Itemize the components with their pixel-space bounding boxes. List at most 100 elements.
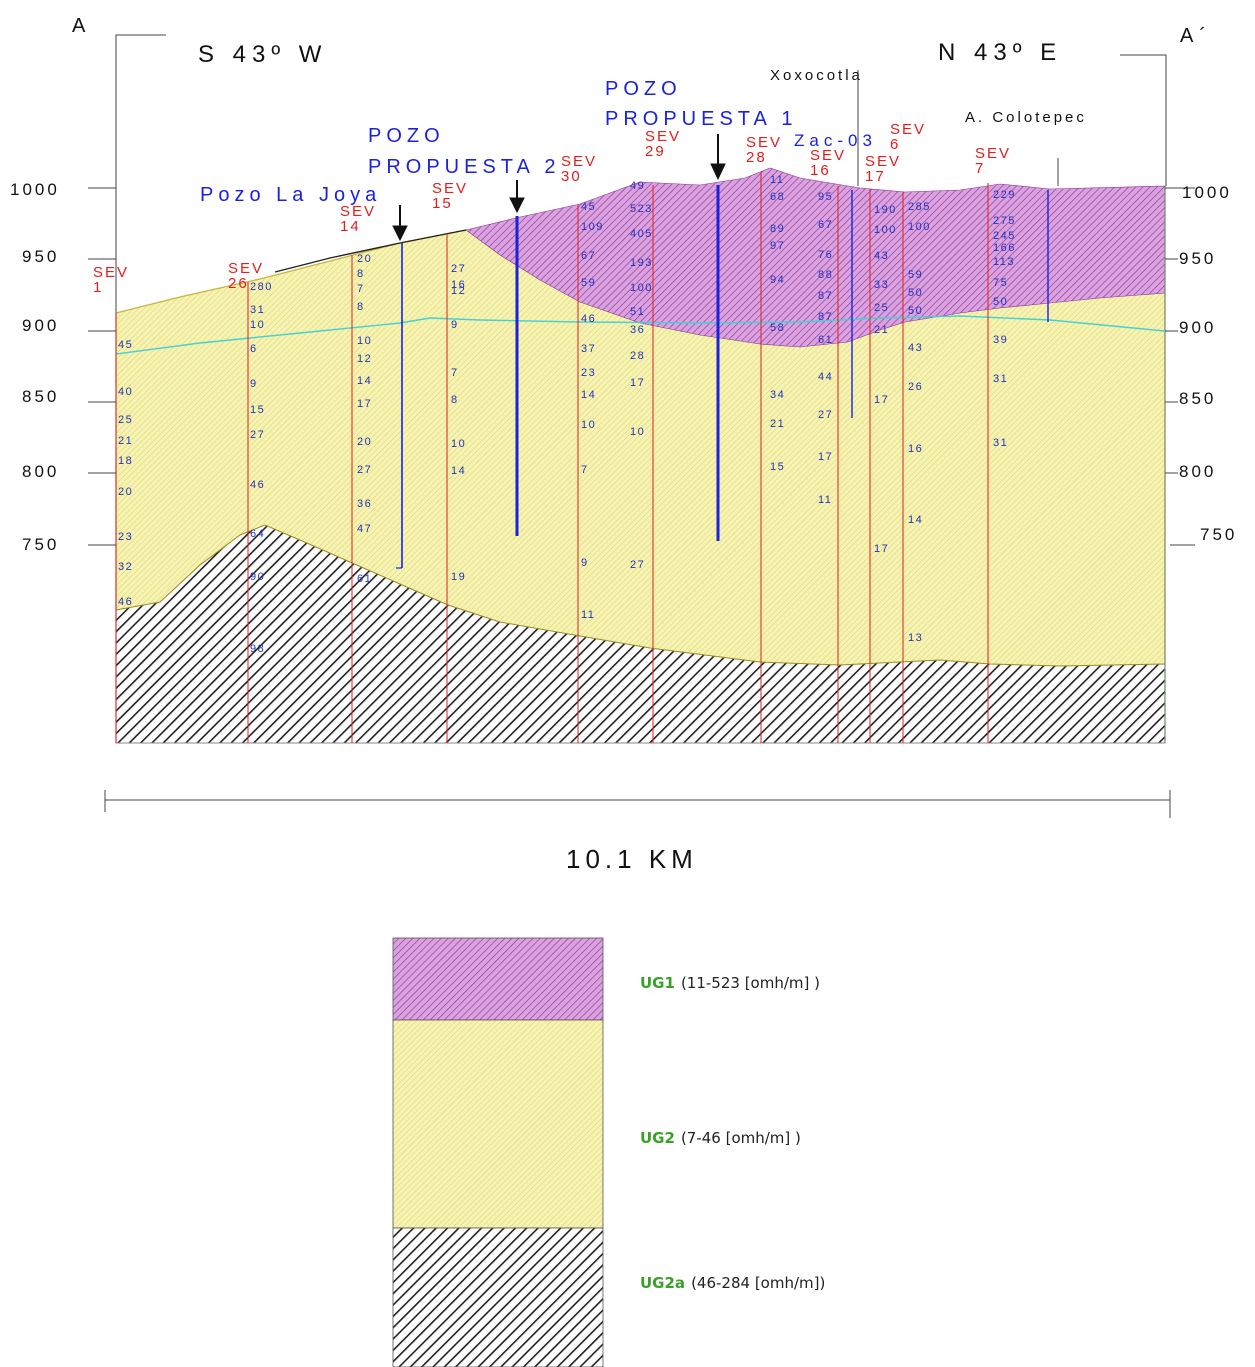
resistivity-value: 87: [818, 290, 833, 302]
resistivity-value: 31: [250, 304, 265, 316]
resistivity-value: 59: [908, 269, 923, 281]
elevation-label: 750: [22, 535, 59, 554]
resistivity-value: 25: [118, 414, 133, 426]
sev-label: SEV: [890, 121, 926, 138]
resistivity-value: 31: [993, 437, 1008, 449]
resistivity-value: 46: [250, 479, 265, 491]
resistivity-value: 17: [874, 543, 889, 555]
resistivity-value: 12: [357, 353, 372, 365]
resistivity-value: 405: [630, 228, 653, 240]
sev-label: SEV: [746, 134, 782, 151]
sev-label: 30: [561, 168, 582, 185]
resistivity-value: 23: [581, 367, 596, 379]
resistivity-value: 7: [451, 367, 459, 379]
resistivity-value: 75: [993, 277, 1008, 289]
legend-item-ug2: UG2(7-46 [omh/m] ): [640, 1129, 801, 1147]
section-end-right: A´: [1180, 25, 1212, 47]
elevation-label: 950: [22, 247, 59, 266]
sev-label: 29: [645, 143, 666, 160]
resistivity-value: 44: [818, 371, 833, 383]
elevation-label-right: 750: [1200, 525, 1237, 544]
resistivity-value: 90: [250, 571, 265, 583]
resistivity-value: 6: [250, 343, 258, 355]
resistivity-value: 49: [630, 180, 645, 192]
resistivity-value: 61: [357, 573, 372, 585]
place-label-xoxocotla: Xoxocotla: [770, 67, 863, 84]
resistivity-value: 58: [770, 322, 785, 334]
legend-code: UG2: [640, 1129, 675, 1147]
resistivity-value: 275: [993, 215, 1016, 227]
resistivity-value: 27: [451, 263, 466, 275]
well-label-propuesta-2-line1: POZO: [368, 125, 445, 147]
resistivity-value: 14: [908, 514, 923, 526]
resistivity-value: 523: [630, 203, 653, 215]
resistivity-value: 8: [451, 394, 459, 406]
elevation-label-right: 950: [1179, 249, 1216, 268]
resistivity-value: 16: [908, 443, 923, 455]
resistivity-value: 59: [581, 277, 596, 289]
resistivity-value: 51: [630, 306, 645, 318]
resistivity-value: 10: [250, 319, 265, 331]
sev-label: 6: [890, 136, 900, 153]
arrow-down-icon: [710, 163, 726, 181]
elevation-label: 900: [22, 316, 59, 335]
well-label-zac-03: Zac-03: [794, 131, 877, 150]
place-label-colotepec: A. Colotepec: [965, 109, 1087, 126]
resistivity-value: 43: [874, 250, 889, 262]
sev-label: SEV: [432, 180, 468, 197]
well-label-propuesta-2-line2: PROPUESTA 2: [368, 156, 560, 178]
sev-label: SEV: [865, 153, 901, 170]
resistivity-value: 285: [908, 201, 931, 213]
resistivity-value: 64: [250, 528, 265, 540]
sev-label: 15: [432, 195, 453, 212]
well-arrows: [392, 134, 726, 242]
well-label-propuesta-1-line2: PROPUESTA 1: [605, 108, 797, 130]
resistivity-value: 245: [993, 230, 1016, 242]
sev-resistivity-values: 4540252118202332462803110691527466490982…: [118, 174, 1016, 655]
resistivity-value: 46: [118, 596, 133, 608]
resistivity-value: 10: [630, 426, 645, 438]
resistivity-value: 39: [993, 334, 1008, 346]
resistivity-value: 50: [908, 287, 923, 299]
water-table-line: [115, 315, 1166, 355]
section-end-left: A: [72, 15, 91, 37]
resistivity-value: 100: [908, 221, 931, 233]
resistivity-value: 47: [357, 523, 372, 535]
elevation-label: 800: [22, 462, 59, 481]
resistivity-value: 8: [357, 268, 365, 280]
resistivity-value: 98: [250, 643, 265, 655]
resistivity-value: 50: [993, 296, 1008, 308]
resistivity-value: 94: [770, 274, 785, 286]
elevation-label-right: 800: [1179, 462, 1216, 481]
resistivity-value: 17: [874, 394, 889, 406]
resistivity-value: 95: [818, 191, 833, 203]
resistivity-value: 17: [357, 398, 372, 410]
resistivity-value: 100: [630, 282, 653, 294]
resistivity-value: 34: [770, 389, 785, 401]
legend-range: (11-523 [omh/m] ): [681, 974, 820, 992]
resistivity-value: 87: [818, 311, 833, 323]
resistivity-value: 15: [770, 461, 785, 473]
resistivity-value: 17: [818, 451, 833, 463]
resistivity-value: 18: [118, 455, 133, 467]
resistivity-value: 27: [818, 409, 833, 421]
legend: UG1(11-523 [omh/m] ) UG2(7-46 [omh/m] ) …: [392, 937, 825, 1367]
resistivity-value: 9: [250, 378, 258, 390]
resistivity-value: 21: [118, 435, 133, 447]
sev-label: SEV: [561, 153, 597, 170]
resistivity-value: 100: [874, 224, 897, 236]
resistivity-value: 28: [630, 350, 645, 362]
sev-label: SEV: [228, 260, 264, 277]
well-label-propuesta-1-line1: POZO: [605, 78, 682, 100]
resistivity-value: 45: [581, 201, 596, 213]
resistivity-value: 36: [357, 498, 372, 510]
resistivity-value: 88: [818, 269, 833, 281]
sev-label: 16: [810, 162, 831, 179]
elevation-label-right: 900: [1179, 318, 1216, 337]
legend-item-ug2a: UG2a(46-284 [omh/m]): [640, 1274, 825, 1292]
legend-swatch-ug1: [392, 937, 604, 1021]
resistivity-value: 190: [874, 204, 897, 216]
wells: [396, 185, 1049, 569]
